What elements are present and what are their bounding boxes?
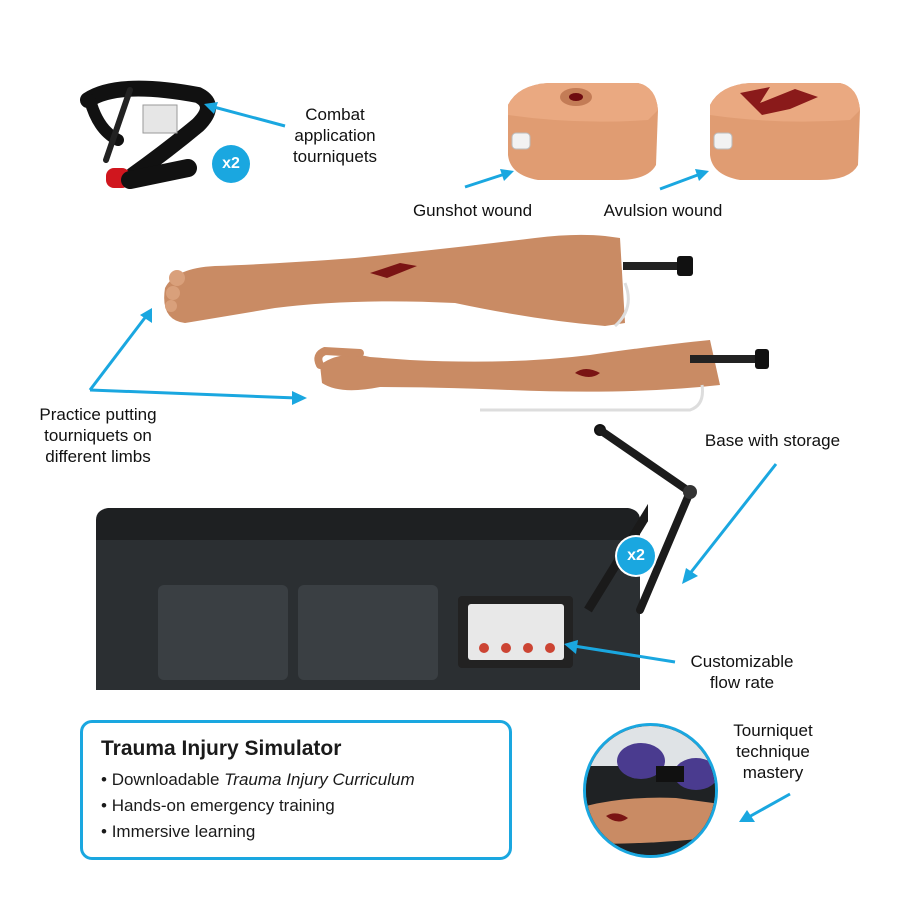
- info-box: Trauma Injury Simulator Downloadable Tra…: [80, 720, 512, 860]
- info-title: Trauma Injury Simulator: [101, 737, 342, 760]
- arrow-icon: [460, 165, 520, 195]
- arrow-icon: [655, 165, 715, 195]
- tourniquet-label: Combat application tourniquets: [292, 105, 378, 166]
- arrow-icon: [676, 458, 786, 588]
- list-item: Downloadable Trauma Injury Curriculum: [101, 767, 491, 793]
- tourniquet-practice-photo: [583, 723, 718, 858]
- feature-list: Downloadable Trauma Injury Curriculum Ha…: [101, 767, 491, 845]
- arrow-icon: [560, 640, 680, 670]
- mastery-label: Tourniquet technique mastery: [733, 721, 813, 782]
- list-item: Hands-on emergency training: [101, 793, 491, 819]
- arrow-icon: [200, 98, 290, 138]
- support-arm-count-badge: x2: [617, 537, 655, 575]
- avulsion-wound-label: Avulsion wound: [603, 201, 723, 220]
- base-label: Base with storage: [704, 431, 841, 450]
- arrow-icon: [82, 305, 312, 405]
- list-item: Immersive learning: [101, 819, 491, 845]
- leg-image: [155, 228, 700, 338]
- arrow-icon: [735, 788, 795, 828]
- gunshot-wound-label: Gunshot wound: [412, 201, 533, 220]
- flow-rate-label: Customizable flow rate: [690, 652, 794, 692]
- limbs-label: Practice putting tourniquets on differen…: [39, 405, 157, 466]
- tourniquet-count-badge: x2: [212, 145, 250, 183]
- avulsion-wound-image: [700, 75, 865, 185]
- gunshot-wound-image: [498, 75, 663, 185]
- arm-image: [310, 325, 780, 420]
- support-arm-image: [590, 420, 720, 620]
- storage-base-image: [88, 500, 648, 695]
